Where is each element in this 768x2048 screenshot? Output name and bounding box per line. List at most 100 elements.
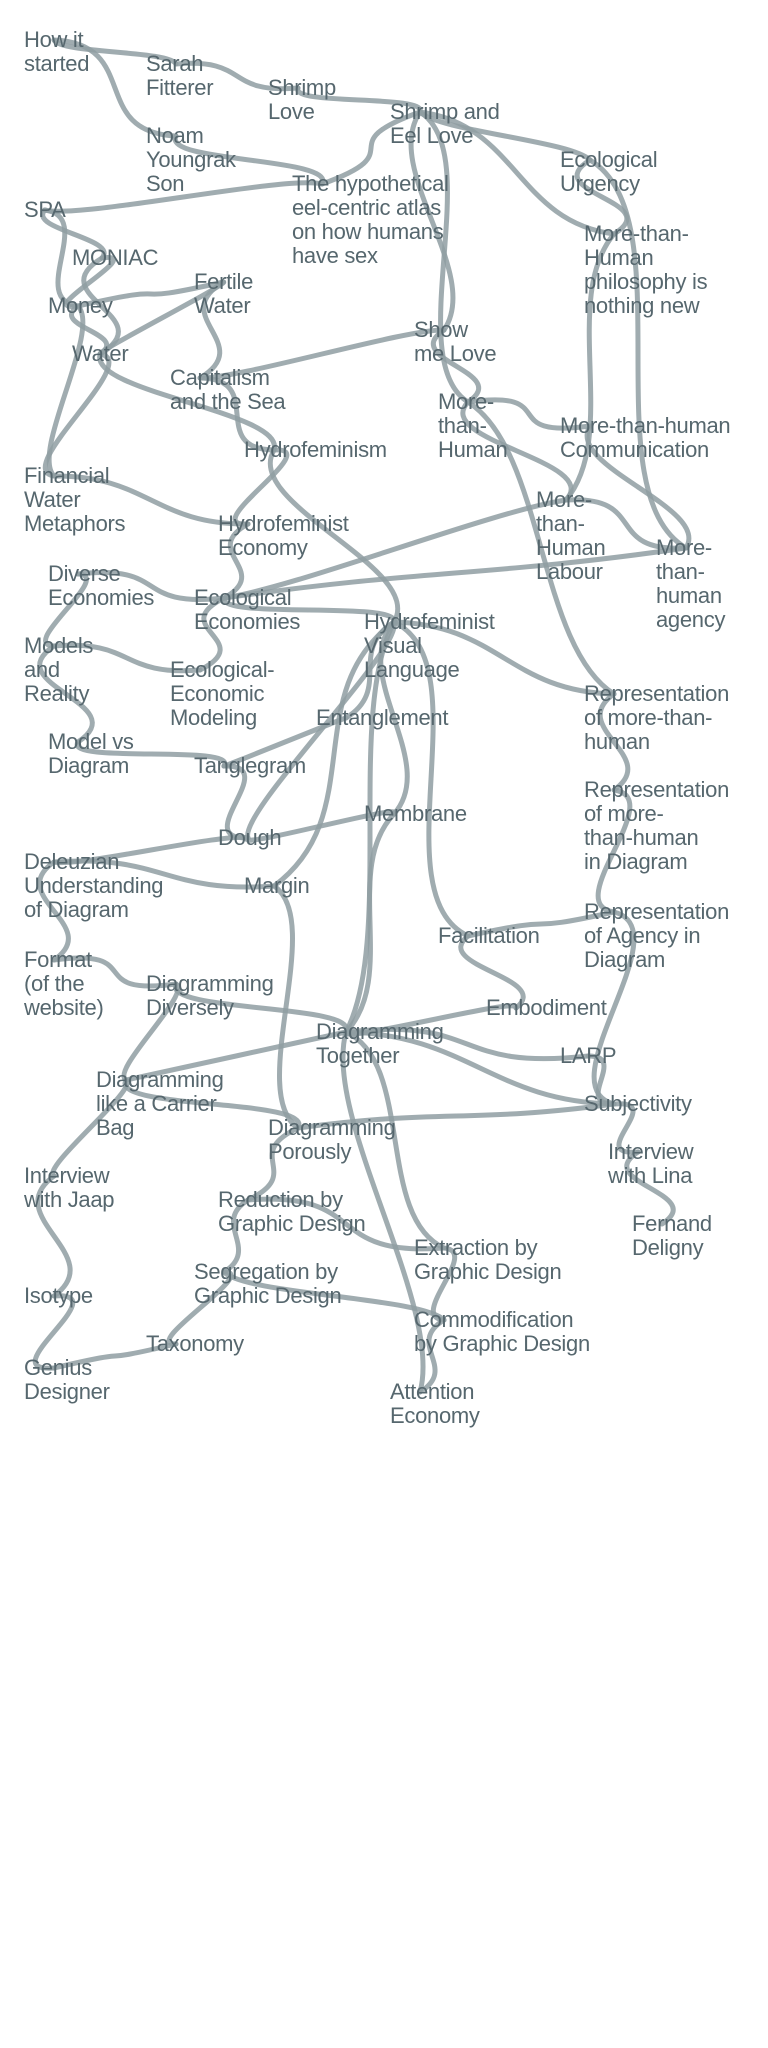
node-diverse-economies[interactable]: Diverse Economies	[48, 561, 155, 610]
edge-representation-in-diagram-to-representation-of-agency	[595, 787, 633, 915]
node-interview-with-lina[interactable]: Interview with Lina	[608, 1139, 694, 1188]
node-tanglegram[interactable]: Tanglegram	[194, 753, 306, 778]
edge-segregation-by-graphic-design-to-commodification-by-graphic-design	[221, 1269, 447, 1323]
node-diagramming-together[interactable]: Diagramming Together	[316, 1019, 444, 1068]
edge-more-than-human-communication-to-more-than-human-agency	[584, 423, 692, 551]
edge-diagramming-diversely-to-diagramming-carrier-bag	[121, 981, 181, 1083]
node-segregation-by-graphic-design[interactable]: Segregation by Graphic Design	[194, 1259, 342, 1308]
edge-spa-to-eel-centric-atlas	[42, 180, 325, 214]
edge-segregation-by-graphic-design-to-taxonomy	[166, 1269, 234, 1347]
node-larp[interactable]: LARP	[560, 1043, 617, 1068]
node-facilitation[interactable]: Facilitation	[438, 923, 540, 948]
edge-models-and-reality-to-diverse-economies	[43, 571, 89, 649]
node-financial-water-metaphors[interactable]: Financial Water Metaphors	[24, 463, 126, 536]
edge-hydrofeminist-visual-language-to-margin	[271, 619, 397, 889]
node-attention-economy[interactable]: Attention Economy	[390, 1379, 480, 1428]
node-representation-of-agency[interactable]: Representation of Agency in Diagram	[584, 899, 730, 972]
node-ecological-economies[interactable]: Ecological Economies	[194, 585, 301, 634]
node-diagramming-diversely[interactable]: Diagramming Diversely	[146, 971, 274, 1020]
node-diagramming-porously[interactable]: Diagramming Porously	[268, 1115, 396, 1164]
node-ecological-urgency[interactable]: Ecological Urgency	[560, 147, 658, 196]
edge-margin-to-diagramming-porously	[271, 883, 301, 1131]
edge-eel-centric-atlas-to-shrimp-and-eel-love	[319, 109, 423, 187]
node-show-me-love[interactable]: Show me Love	[414, 317, 497, 366]
edge-moniac-to-money	[64, 254, 116, 310]
node-water[interactable]: Water	[72, 341, 129, 366]
edge-spa-to-money	[42, 207, 81, 309]
edge-moniac-to-water	[81, 255, 121, 357]
node-shrimp-love[interactable]: Shrimp Love	[268, 75, 336, 124]
node-more-than-human-agency[interactable]: More- than- human agency	[656, 535, 726, 632]
edge-diagramming-porously-to-subjectivity	[295, 1101, 617, 1131]
node-ecological-economic-modeling[interactable]: Ecological- Economic Modeling	[170, 657, 275, 730]
node-how-it-started[interactable]: How it started	[24, 27, 90, 76]
node-hydrofeminist-visual-language[interactable]: Hydrofeminist Visual Language	[364, 609, 495, 682]
edge-hydrofeminist-visual-language-to-facilitation	[391, 619, 471, 939]
edge-isotype-to-genius-designer	[32, 1293, 76, 1371]
edge-diagramming-diversely-to-diagramming-together	[173, 981, 349, 1035]
node-noam-youngrak-son[interactable]: Noam Youngrak Son	[146, 123, 236, 196]
edge-membrane-to-diagramming-together	[343, 811, 397, 1035]
edge-capitalism-and-the-sea-to-show-me-love	[197, 327, 447, 381]
node-embodiment[interactable]: Embodiment	[486, 995, 607, 1020]
edge-tanglegram-to-dough	[221, 763, 251, 841]
node-money[interactable]: Money	[48, 293, 113, 318]
node-hydrofeminism[interactable]: Hydrofeminism	[244, 437, 387, 462]
node-taxonomy[interactable]: Taxonomy	[146, 1331, 244, 1356]
node-fernand-deligny[interactable]: Fernand Deligny	[632, 1211, 712, 1260]
edge-ecological-economies-to-hydrofeminist-visual-language	[221, 595, 397, 625]
edge-fertile-water-to-capitalism-and-the-sea	[197, 279, 227, 381]
edge-representation-of-more-than-human-to-representation-in-diagram	[597, 691, 631, 793]
edge-how-it-started-to-noam-youngrak-son	[51, 37, 179, 139]
edge-shrimp-and-eel-love-to-more-than-human	[417, 109, 471, 405]
node-reduction-by-graphic-design[interactable]: Reduction by Graphic Design	[218, 1187, 366, 1236]
node-representation-in-diagram[interactable]: Representation of more- than-human in Di…	[584, 777, 730, 874]
edge-ecological-economies-to-more-than-human-labour	[221, 497, 569, 601]
edge-diagramming-porously-to-reduction-by-graphic-design	[245, 1125, 301, 1203]
edge-facilitation-to-embodiment	[458, 933, 526, 1011]
edge-reduction-by-graphic-design-to-extraction-by-graphic-design	[245, 1196, 447, 1252]
edge-dough-to-membrane	[244, 809, 398, 843]
edge-interview-with-jaap-to-isotype	[35, 1173, 73, 1299]
node-commodification-by-graphic-design[interactable]: Commodification by Graphic Design	[414, 1307, 590, 1356]
node-model-vs-diagram[interactable]: Model vs Diagram	[48, 729, 134, 778]
node-genius-designer[interactable]: Genius Designer	[24, 1355, 110, 1404]
node-entanglement[interactable]: Entanglement	[316, 705, 449, 730]
node-hydrofeminist-economy[interactable]: Hydrofeminist Economy	[218, 511, 349, 560]
node-representation-of-more-than-human[interactable]: Representation of more-than- human	[584, 681, 730, 754]
node-format-of-website[interactable]: Format (of the website)	[24, 947, 104, 1020]
edge-shrimp-and-eel-love-to-show-me-love	[408, 109, 456, 333]
node-more-than-human-communication[interactable]: More-than-human Communication	[560, 413, 731, 462]
edge-interview-with-lina-to-fernand-deligny	[624, 1149, 676, 1227]
node-more-than-human-philosophy[interactable]: More-than- Human philosophy is nothing n…	[584, 221, 708, 318]
node-shrimp-and-eel-love[interactable]: Shrimp and Eel Love	[390, 99, 500, 148]
node-eel-centric-atlas[interactable]: The hypothetical eel-centric atlas on ho…	[292, 171, 449, 268]
edge-spa-to-moniac	[40, 207, 107, 261]
edge-ecological-urgency-to-more-than-human-philosophy	[574, 157, 630, 237]
node-fertile-water[interactable]: Fertile Water	[194, 269, 254, 318]
edge-more-than-human-to-more-than-human-labour	[460, 399, 574, 503]
node-extraction-by-graphic-design[interactable]: Extraction by Graphic Design	[414, 1235, 562, 1284]
edge-water-to-financial-water-metaphors	[42, 351, 112, 479]
node-sarah-fitterer[interactable]: Sarah Fitterer	[146, 51, 214, 100]
node-spa[interactable]: SPA	[24, 197, 66, 222]
edge-shrimp-and-eel-love-to-more-than-human-philosophy	[417, 109, 617, 237]
edge-diagramming-carrier-bag-to-interview-with-jaap	[50, 1077, 130, 1179]
edge-models-and-reality-to-ecological-economic-modeling	[51, 642, 203, 674]
node-more-than-human-labour[interactable]: More- than- Human Labour	[536, 487, 606, 584]
node-membrane[interactable]: Membrane	[364, 801, 467, 826]
node-isotype[interactable]: Isotype	[24, 1283, 93, 1308]
node-margin[interactable]: Margin	[244, 873, 310, 898]
node-deleuzian-understanding[interactable]: Deleuzian Understanding of Diagram	[24, 849, 164, 922]
node-dough[interactable]: Dough	[218, 825, 282, 850]
node-subjectivity[interactable]: Subjectivity	[584, 1091, 692, 1116]
node-interview-with-jaap[interactable]: Interview with Jaap	[24, 1163, 115, 1212]
node-moniac[interactable]: MONIAC	[72, 245, 159, 270]
node-capitalism-and-the-sea[interactable]: Capitalism and the Sea	[170, 365, 286, 414]
edge-financial-water-metaphors-to-hydrofeminist-economy	[51, 473, 251, 527]
node-diagramming-carrier-bag[interactable]: Diagramming like a Carrier Bag	[96, 1067, 224, 1140]
node-models-and-reality[interactable]: Models and Reality	[24, 633, 94, 706]
edge-more-than-human-to-more-than-human-communication	[465, 397, 593, 431]
node-more-than-human[interactable]: More- than- Human	[438, 389, 508, 462]
